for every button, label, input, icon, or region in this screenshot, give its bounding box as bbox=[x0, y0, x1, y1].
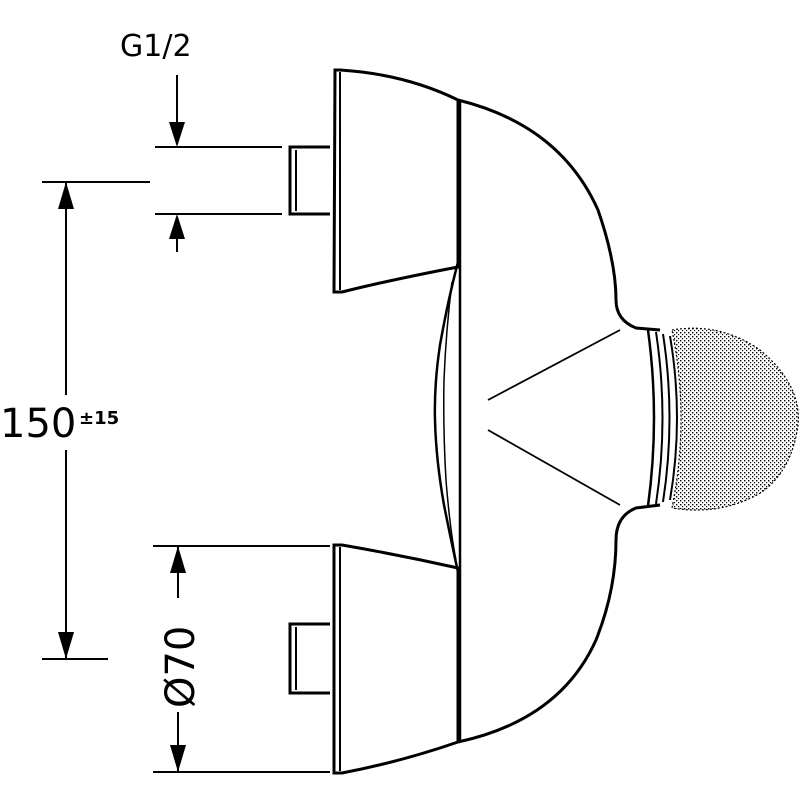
thread-label: G1/2 bbox=[120, 29, 192, 64]
arrow-up-icon bbox=[58, 182, 74, 209]
lower-connection-nipple bbox=[288, 622, 330, 695]
arrow-down-icon bbox=[58, 632, 74, 659]
body-outer-contour bbox=[457, 98, 661, 744]
arrow-up-icon bbox=[170, 546, 186, 573]
lower-rosette bbox=[332, 543, 460, 775]
height-dimension: 150 ±15 bbox=[0, 181, 150, 660]
height-tolerance: ±15 bbox=[79, 408, 119, 429]
cartridge-collar bbox=[646, 329, 678, 507]
diameter-dimension: Ø70 bbox=[153, 545, 330, 773]
height-value: 150 bbox=[0, 401, 76, 447]
upper-rosette bbox=[332, 68, 460, 294]
thread-dimension: G1/2 bbox=[120, 29, 282, 252]
arrow-down-icon bbox=[169, 122, 185, 147]
mixer-body bbox=[288, 68, 799, 775]
body-waist-contour bbox=[433, 261, 460, 573]
lever-handle-stippled bbox=[671, 327, 799, 511]
cone-line-lower bbox=[487, 429, 621, 506]
body-waist-inner bbox=[443, 281, 457, 561]
arrow-down-icon bbox=[170, 745, 186, 772]
upper-connection-nipple bbox=[288, 145, 330, 216]
diameter-label: Ø70 bbox=[158, 626, 204, 708]
arrow-up-icon bbox=[169, 214, 185, 239]
cone-line-upper bbox=[487, 329, 621, 401]
